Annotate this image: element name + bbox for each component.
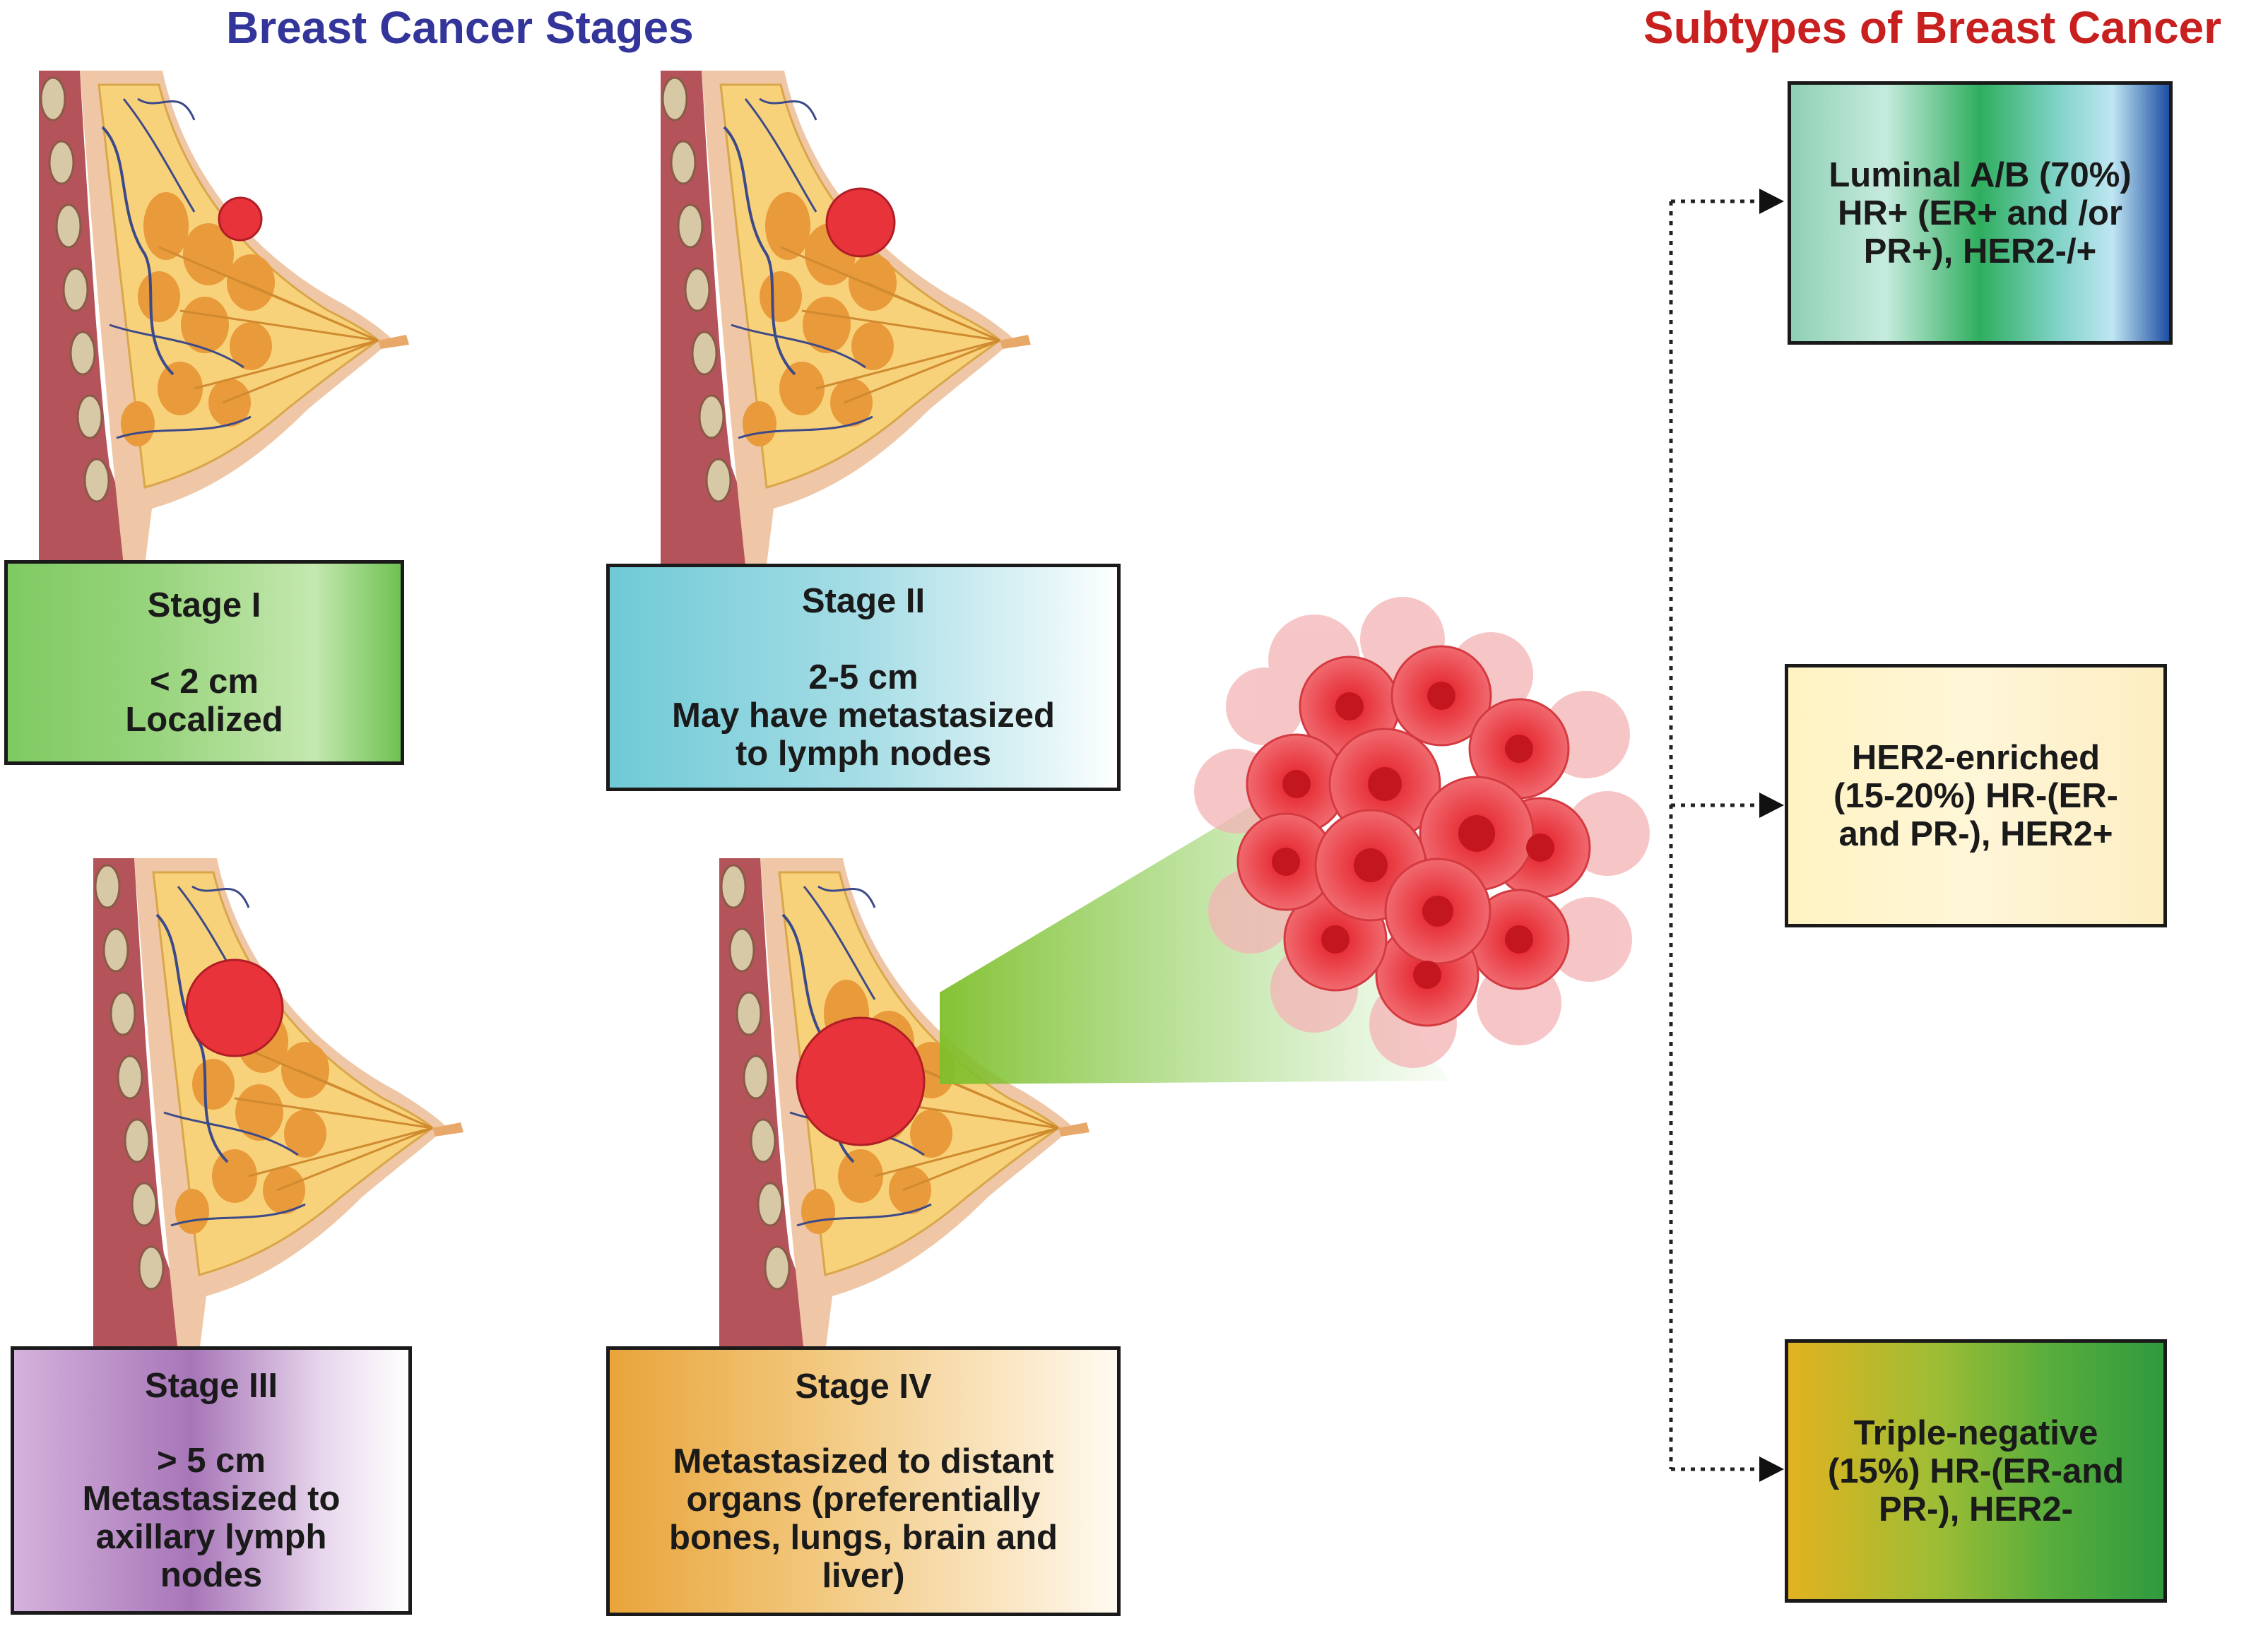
stage-4-line: organs (preferentially — [686, 1480, 1041, 1519]
dotted-arrow-subtype-3 — [1759, 1456, 1784, 1482]
stage-3-line: Metastasized to — [82, 1480, 341, 1518]
subtype-line: (15-20%) HR-(ER- — [1833, 776, 2118, 815]
subtype-triple-negative-box: Triple-negative (15%) HR-(ER-and PR-), H… — [1785, 1339, 2167, 1603]
subtype-line: HER2-enriched — [1851, 738, 2101, 777]
stage-3-box: Stage III > 5 cm Metastasized to axillar… — [11, 1346, 412, 1615]
stage-3-line: axillary lymph — [95, 1518, 327, 1556]
stages-heading: Breast Cancer Stages — [226, 2, 694, 53]
stage-3-title: Stage III — [145, 1367, 278, 1405]
stage-4-box: Stage IV Metastasized to distant organs … — [606, 1346, 1121, 1616]
subtypes-heading: Subtypes of Breast Cancer — [1643, 2, 2222, 53]
stage-2-line: 2-5 cm — [808, 658, 919, 696]
tumor-cell-cluster-illustration — [1194, 597, 1650, 1068]
stage-4-line: bones, lungs, brain and — [669, 1519, 1058, 1557]
breast-stage-2-illustration — [659, 69, 1032, 566]
breast-stage-1-illustration — [37, 69, 411, 566]
subtype-line: HR+ (ER+ and /or — [1838, 194, 2122, 232]
subtype-line: Luminal A/B (70%) — [1829, 155, 2132, 194]
dotted-arrow-subtype-2 — [1759, 793, 1784, 818]
subtype-her2-box: HER2-enriched (15-20%) HR-(ER- and PR-),… — [1785, 664, 2167, 927]
subtype-line: (15%) HR-(ER-and — [1827, 1452, 2125, 1490]
stage-1-title: Stage I — [147, 586, 261, 624]
stage-4-line: liver) — [822, 1557, 905, 1595]
breast-stage-4-illustration — [718, 857, 1091, 1354]
stage-2-box: Stage II 2-5 cm May have metastasized to… — [606, 564, 1121, 791]
stage-4-line: Metastasized to distant — [673, 1442, 1054, 1480]
subtype-line: PR+), HER2-/+ — [1863, 232, 2097, 271]
dotted-arrow-subtype-1 — [1759, 189, 1784, 214]
subtype-line: PR-), HER2- — [1879, 1490, 2073, 1529]
stage-2-line: May have metastasized — [672, 696, 1055, 735]
subtype-luminal-box: Luminal A/B (70%) HR+ (ER+ and /or PR+),… — [1788, 81, 2173, 345]
stage-1-line: < 2 cm — [150, 663, 259, 701]
stage-3-line: > 5 cm — [157, 1442, 266, 1480]
dotted-connector — [1669, 199, 1759, 1471]
stage-3-line: nodes — [160, 1556, 263, 1594]
stage-1-box: Stage I < 2 cm Localized — [4, 560, 404, 765]
subtype-line: and PR-), HER2+ — [1838, 814, 2113, 853]
stage-2-line: to lymph nodes — [735, 735, 992, 773]
subtype-line: Triple-negative — [1853, 1413, 2098, 1452]
stage-1-line: Localized — [125, 701, 283, 739]
stage-2-title: Stage II — [801, 582, 926, 620]
stage-4-title: Stage IV — [795, 1367, 932, 1406]
breast-stage-3-illustration — [92, 857, 465, 1354]
